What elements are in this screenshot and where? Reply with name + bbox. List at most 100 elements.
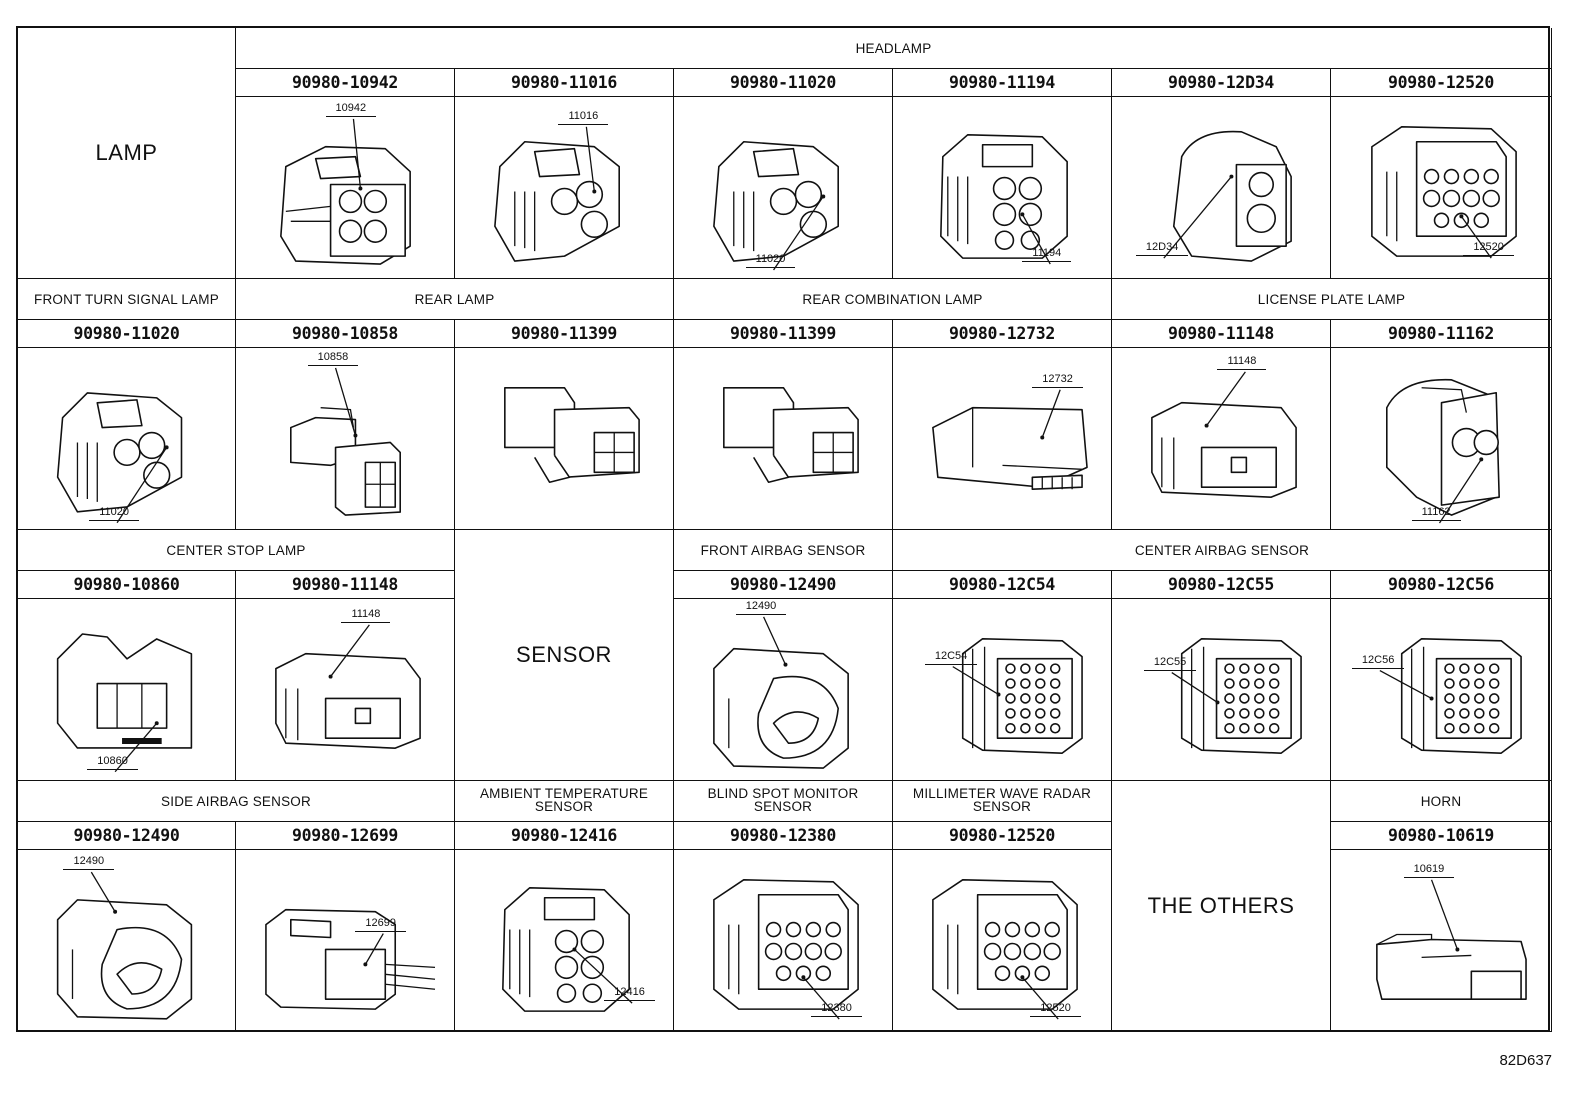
part-number: 90980-11020 — [674, 69, 893, 97]
connector-cell: 12380 — [674, 850, 893, 1032]
connector-cell: 11162 — [1331, 348, 1552, 530]
callout-arrowhead — [1479, 457, 1484, 462]
connector-cell: 12C55 — [1112, 599, 1331, 781]
callout-underline — [1030, 1016, 1081, 1018]
part-number: 90980-12699 — [236, 822, 455, 850]
callout-leader — [1163, 176, 1232, 259]
group-blind-spot-monitor-sensor: BLIND SPOT MONITOR SENSOR — [674, 781, 893, 822]
connector-cell: 11148 — [1112, 348, 1331, 530]
callout-arrowhead — [572, 947, 577, 952]
callout-underline — [325, 115, 377, 117]
part-number: 90980-10858 — [236, 320, 455, 348]
part-number: 90980-12732 — [893, 320, 1112, 348]
callout-label: 10860 — [87, 755, 138, 770]
callout-leader — [585, 126, 595, 192]
connector-drawing — [713, 879, 859, 1020]
connector-drawing — [280, 118, 411, 265]
part-number: 90980-10942 — [236, 69, 455, 97]
callout-underline — [63, 869, 115, 871]
figure-id: 82D637 — [1499, 1052, 1552, 1069]
connector-cell — [455, 348, 674, 530]
callout-underline — [924, 663, 978, 665]
connector-drawing — [713, 140, 839, 271]
callout-label: 11016 — [558, 110, 609, 125]
callout-leader — [334, 367, 357, 436]
callout-arrowhead — [1020, 212, 1025, 217]
callout-leader — [763, 616, 787, 665]
callout-label: 10942 — [325, 102, 377, 117]
callout-arrowhead — [358, 186, 363, 191]
group-front-turn-signal: FRONT TURN SIGNAL LAMP — [18, 279, 236, 320]
callout-label: 12732 — [1032, 373, 1083, 388]
callout-leader — [1041, 389, 1061, 438]
callout-label: 12699 — [355, 917, 406, 932]
connector-cell: 12490 — [674, 599, 893, 781]
callout-leader — [330, 624, 370, 677]
connector-drawing — [502, 886, 633, 1012]
connector-drawing — [932, 879, 1078, 1020]
group-millimeter-wave-radar-sensor: MILLIMETER WAVE RADAR SENSOR — [893, 781, 1112, 822]
group-rear-lamp: REAR LAMP — [236, 279, 674, 320]
callout-leader — [364, 933, 384, 965]
connector-cell: 11016 — [455, 97, 674, 279]
connector-drawing — [56, 633, 193, 773]
connector-cell: 12490 — [18, 850, 236, 1032]
part-number: 90980-11399 — [674, 320, 893, 348]
part-number: 90980-12380 — [674, 822, 893, 850]
callout-underline — [1022, 261, 1072, 263]
group-sensor: SENSOR — [455, 530, 674, 781]
callout-leader — [1460, 215, 1492, 259]
callout-label: 10619 — [1403, 863, 1455, 878]
callout-underline — [355, 930, 406, 932]
callout-underline — [811, 1016, 862, 1018]
callout-label: 12380 — [811, 1003, 862, 1018]
group-horn: HORN — [1331, 781, 1552, 822]
callout-underline — [1217, 368, 1267, 370]
part-number: 90980-12D34 — [1112, 69, 1331, 97]
callout-arrowhead — [801, 975, 806, 980]
callout-underline — [1135, 255, 1189, 257]
callout-arrowhead — [1229, 174, 1234, 179]
part-number: 90980-10619 — [1331, 822, 1552, 850]
callout-arrowhead — [113, 909, 118, 914]
connector-cell: 11020 — [18, 348, 236, 530]
callout-leader — [1438, 459, 1482, 524]
callout-underline — [1143, 669, 1197, 671]
callout-label: 12C56 — [1351, 654, 1405, 669]
group-the-others: THE OTHERS — [1112, 781, 1331, 1032]
connector-cell: 12C54 — [893, 599, 1112, 781]
connector-cell: 10860 — [18, 599, 236, 781]
callout-arrowhead — [1459, 214, 1464, 219]
callout-label: 11162 — [1411, 507, 1461, 522]
callout-underline — [735, 613, 787, 615]
callout-underline — [558, 123, 609, 125]
group-headlamp: HEADLAMP — [236, 28, 1552, 69]
callout-arrowhead — [1455, 947, 1460, 952]
connector-drawing — [940, 133, 1068, 265]
part-number: 90980-11162 — [1331, 320, 1552, 348]
part-number: 90980-11194 — [893, 69, 1112, 97]
connector-cell: 12416 — [455, 850, 674, 1032]
part-number: 90980-10860 — [18, 571, 236, 599]
connector-drawing — [56, 871, 193, 1020]
part-number: 90980-12C55 — [1112, 571, 1331, 599]
connector-cell: 10942 — [236, 97, 455, 279]
connector-drawing — [494, 126, 620, 262]
callout-leader — [352, 118, 362, 189]
connector-drawing — [952, 637, 1083, 754]
group-center-stop-lamp: CENTER STOP LAMP — [18, 530, 455, 571]
part-number: 90980-12C54 — [893, 571, 1112, 599]
callout-label: 12520 — [1463, 242, 1514, 257]
callout-arrowhead — [363, 962, 368, 967]
connector-cell: 10619 — [1331, 850, 1552, 1032]
connector-drawing — [56, 392, 183, 524]
part-number: 90980-11148 — [1112, 320, 1331, 348]
connector-drawing — [1163, 130, 1292, 262]
connector-cell: 11148 — [236, 599, 455, 781]
group-lamp: LAMP — [18, 28, 236, 279]
callout-leader — [1430, 879, 1459, 950]
callout-underline — [1032, 386, 1083, 388]
part-number: 90980-12490 — [18, 822, 236, 850]
callout-underline — [1403, 876, 1455, 878]
callout-arrowhead — [1215, 700, 1220, 705]
